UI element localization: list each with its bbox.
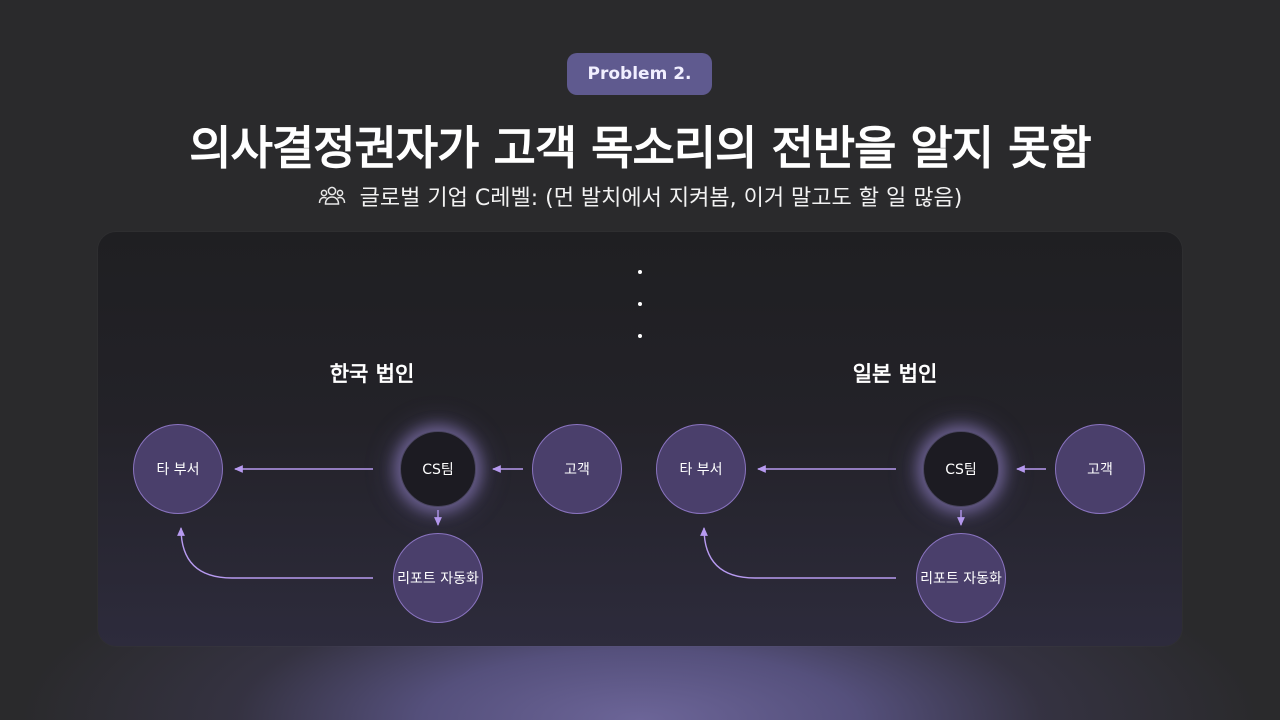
- node-report-automation: 리포트 자동화: [916, 533, 1006, 623]
- group-users-icon: [318, 184, 346, 208]
- subtitle-text: 글로벌 기업 C레벨: (먼 발치에서 지켜봄, 이거 말고도 할 일 많음): [359, 186, 963, 211]
- entity-title-japan: 일본 법인: [852, 362, 938, 386]
- ellipsis-dot: [638, 270, 642, 274]
- ellipsis-dot: [638, 302, 642, 306]
- entity-title-korea: 한국 법인: [329, 362, 415, 386]
- arrow-report-to-dept: [700, 527, 896, 579]
- page-title: 의사결정권자가 고객 목소리의 전반을 알지 못함: [189, 121, 1091, 175]
- node-cs-team: CS팀: [400, 431, 476, 507]
- node-customer: 고객: [532, 424, 622, 514]
- problem-badge: Problem 2.: [567, 53, 712, 95]
- arrow-report-to-dept: [177, 527, 373, 579]
- node-customer: 고객: [1055, 424, 1145, 514]
- node-cs-team: CS팀: [923, 431, 999, 507]
- subtitle-row: 글로벌 기업 C레벨: (먼 발치에서 지켜봄, 이거 말고도 할 일 많음): [0, 180, 1280, 212]
- node-other-department: 타 부서: [656, 424, 746, 514]
- node-other-department: 타 부서: [133, 424, 223, 514]
- node-report-automation: 리포트 자동화: [393, 533, 483, 623]
- ellipsis-dot: [638, 334, 642, 338]
